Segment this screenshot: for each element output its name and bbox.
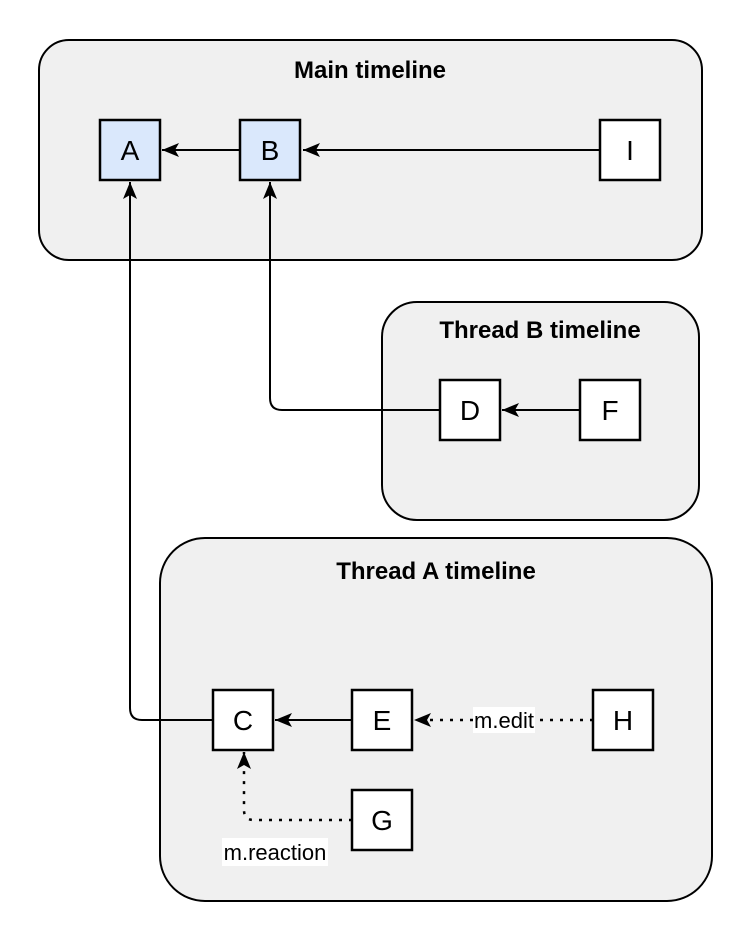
node-g-label: G — [371, 805, 393, 836]
edge-label-background — [222, 838, 328, 866]
edge-d-to-b — [263, 182, 440, 411]
node-a: A — [98, 118, 162, 182]
main-timeline-title: Main timeline — [294, 57, 446, 84]
node-h-label: H — [613, 705, 633, 736]
edge-label-text: m.reaction — [224, 840, 327, 865]
edge-c-to-a — [123, 182, 213, 721]
node-f-label: F — [601, 395, 618, 426]
edge-label-m-edit: m.edit — [473, 707, 535, 733]
node-d: D — [438, 378, 502, 442]
thread-b-timeline-title: Thread B timeline — [439, 317, 640, 344]
thread-a-timeline-title: Thread A timeline — [336, 558, 536, 585]
node-d-label: D — [460, 395, 480, 426]
node-h-box — [591, 688, 655, 752]
node-a-box — [98, 118, 162, 182]
node-e: E — [350, 688, 414, 752]
node-a-label: A — [121, 135, 140, 166]
node-f-box — [578, 378, 642, 442]
edge-label-m-reaction: m.reaction — [222, 838, 328, 866]
edge-label-text: m.edit — [474, 708, 534, 733]
node-d-box — [438, 378, 502, 442]
node-i-box — [598, 118, 662, 182]
node-g-box — [350, 788, 414, 852]
edge-label-background — [473, 707, 535, 733]
node-c: C — [211, 688, 275, 752]
node-g: G — [350, 788, 414, 852]
node-e-label: E — [373, 705, 392, 736]
node-b: B — [238, 118, 302, 182]
node-f: F — [578, 378, 642, 442]
node-i-label: I — [626, 135, 634, 166]
node-h: H — [591, 688, 655, 752]
node-c-label: C — [233, 705, 253, 736]
node-c-box — [211, 688, 275, 752]
node-i: I — [598, 118, 662, 182]
node-b-box — [238, 118, 302, 182]
node-e-box — [350, 688, 414, 752]
node-b-label: B — [261, 135, 280, 166]
